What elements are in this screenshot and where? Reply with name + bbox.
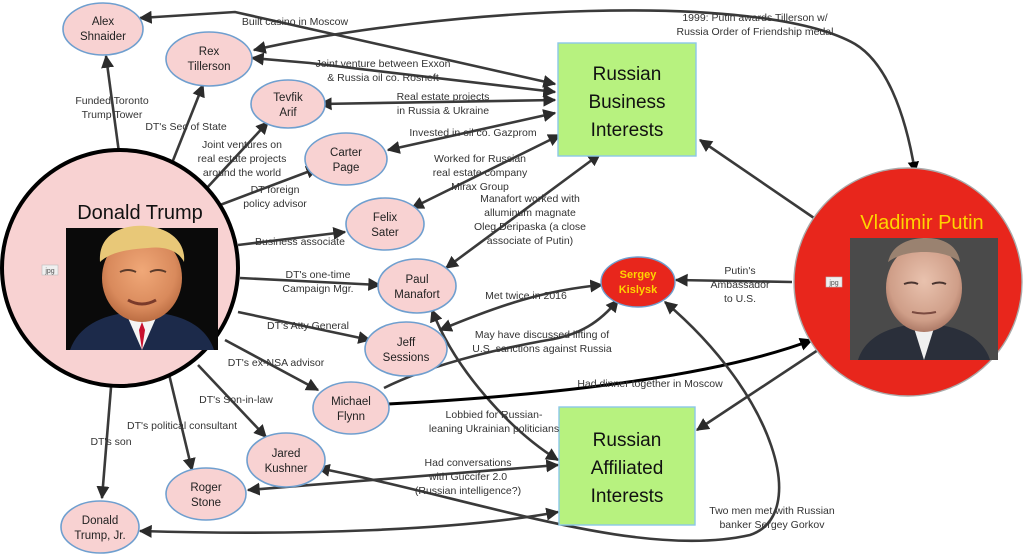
label-consultant: DT's political consultant <box>127 420 237 432</box>
label-son: DT's son <box>90 436 131 448</box>
edge-trump-flynn <box>224 338 320 392</box>
edge-manafort-rbi <box>444 152 602 270</box>
trump-badge <box>41 264 59 276</box>
label-order: 1999: Putin awards Tillerson w/Russia Or… <box>677 12 834 38</box>
label-business: Business associate <box>255 236 345 248</box>
label-met-twice: Met twice in 2016 <box>485 290 567 302</box>
label-atty: DT's Atty General <box>267 320 349 332</box>
edge-trumpjr-rai <box>138 507 560 538</box>
label-casino: Built casino in Moscow <box>242 16 349 28</box>
putin-badge-text: jpg <box>828 280 838 287</box>
label-exxon: Joint venture between Exxon& Russia oil … <box>316 58 451 84</box>
edge-putin-rbi <box>698 138 815 220</box>
edge-putin-rai <box>695 348 819 432</box>
putin-photo <box>850 238 998 360</box>
label-dinner: Had dinner together in Moscow <box>577 378 723 390</box>
edge-trump-manafort <box>239 276 382 291</box>
edge-arif-rbi <box>318 93 557 111</box>
edge-trump-arif <box>204 121 269 191</box>
edge-trump-kushner <box>197 364 267 438</box>
edge-labels: Built casino in Moscow 1999: Putin award… <box>75 12 835 531</box>
node-donald-trump[interactable]: Donald Trump jpg <box>0 148 240 388</box>
edge-trump-stone <box>166 369 196 472</box>
edge-putin-kislyak <box>674 273 793 287</box>
label-gazprom: Invested in oil co. Gazprom <box>409 127 536 139</box>
node-vladimir-putin[interactable]: Vladimir Putin jpg <box>793 167 1023 397</box>
edge-trump-tillerson <box>168 83 205 169</box>
label-son-in-law: DT's Son-in-law <box>199 394 273 406</box>
edge-trump-shnaider <box>101 54 122 161</box>
trump-photo <box>66 225 218 350</box>
edge-trump-trumpjr <box>96 374 114 500</box>
label-lobbied: Lobbied for Russian-leaning Ukrainian po… <box>429 409 559 435</box>
label-nsa: DT's ex-NSA advisor <box>228 357 325 369</box>
edge-kushner-kislyak <box>316 301 781 543</box>
trump-badge-text: jpg <box>44 268 54 275</box>
edges <box>96 9 920 543</box>
label-sec-state: DT's Sec of State <box>145 121 227 133</box>
trump-label: Donald Trump <box>77 202 203 224</box>
putin-label: Vladimir Putin <box>860 212 983 234</box>
putin-badge <box>825 276 843 288</box>
edge-trump-page <box>219 166 320 207</box>
edge-putin-tillerson <box>252 9 920 174</box>
edge-trump-sater <box>237 226 347 247</box>
